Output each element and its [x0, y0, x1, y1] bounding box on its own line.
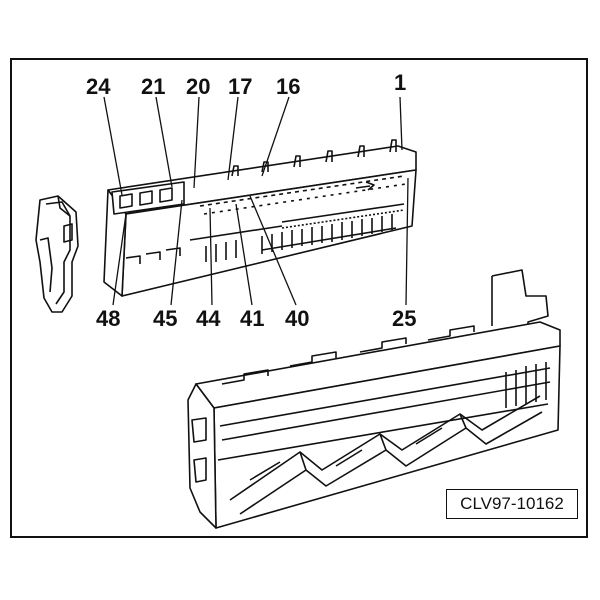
- callout-label: 48: [96, 306, 121, 331]
- callout-label: 44: [196, 306, 221, 331]
- callout-label: 24: [86, 74, 111, 99]
- callout-label: 41: [240, 306, 265, 331]
- figure-id-label: CLV97-10162: [446, 489, 578, 519]
- connector-clip: [35, 195, 79, 313]
- terminal-strip: [103, 139, 417, 297]
- callout-label: 20: [186, 74, 211, 99]
- callout-label: 1: [394, 70, 407, 95]
- callout-label: 45: [153, 306, 178, 331]
- callout-label: 21: [141, 74, 166, 99]
- leader-lines: [103, 96, 409, 306]
- figure-frame: [10, 58, 588, 538]
- callout-label: 25: [392, 306, 417, 331]
- carrier-housing: [187, 269, 561, 529]
- callout-label: 40: [285, 306, 310, 331]
- callout-label: 16: [276, 74, 301, 99]
- callout-label: 17: [228, 74, 253, 99]
